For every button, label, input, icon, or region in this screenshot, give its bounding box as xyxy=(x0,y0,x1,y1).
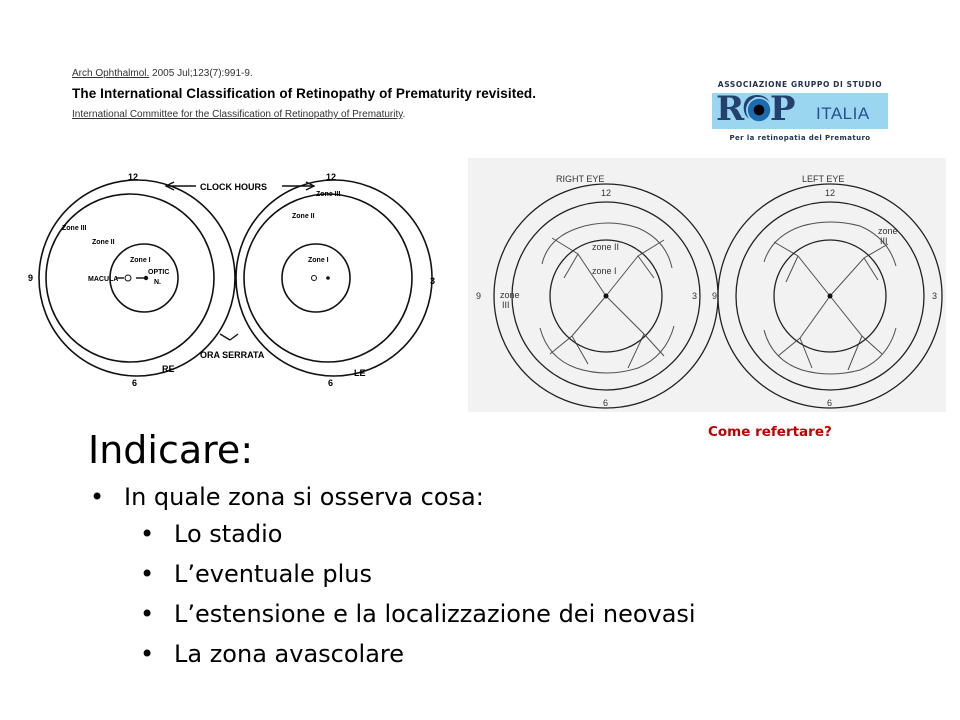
sub-list-item: • La zona avascolare xyxy=(90,634,696,674)
le-label: LE xyxy=(354,368,366,378)
instruction-list: • In quale zona si osserva cosa: • Lo st… xyxy=(90,480,696,674)
citation-title: The International Classification of Reti… xyxy=(72,86,537,101)
list-item: • In quale zona si osserva cosa: xyxy=(90,480,696,514)
left-eye-label: LEFT EYE xyxy=(802,174,844,184)
rop-italia-logo: ASSOCIAZIONE GRUPPO DI STUDIO ROP ITALIA… xyxy=(712,80,888,154)
right-eye-zone-3-label-a: zone xyxy=(500,290,520,300)
right-eye-hour-12: 12 xyxy=(601,188,611,198)
bullet-icon: • xyxy=(140,520,155,548)
bullet-icon: • xyxy=(90,483,105,511)
sub-item-text: L’estensione e la localizzazione dei neo… xyxy=(174,600,696,628)
left-eye-hour-6: 6 xyxy=(827,398,832,408)
citation-date: 2005 Jul;123(7):991-9. xyxy=(149,68,253,79)
sub-list-item: • L’eventuale plus xyxy=(90,554,696,594)
le-ora-serrata-circle xyxy=(235,179,433,377)
le-zone-1-circle xyxy=(281,243,351,313)
macula-label: MACULA xyxy=(88,276,118,283)
optic-label: OPTIC xyxy=(148,269,169,276)
sub-list-item: • Lo stadio xyxy=(90,514,696,554)
bullet-icon: • xyxy=(140,600,155,628)
right-eye-hour-9: 9 xyxy=(476,291,481,301)
right-eye-zone-1-label: zone I xyxy=(592,266,617,276)
sub-item-text: La zona avascolare xyxy=(174,640,405,668)
left-eye-zone-2-circle xyxy=(735,201,925,391)
left-eye-zone-3-label-a: zone xyxy=(878,226,898,236)
nerve-label: N. xyxy=(154,279,161,286)
le-zone-2-circle xyxy=(243,193,413,363)
right-left-eye-diagram: RIGHT EYE LEFT EYE 12 12 6 6 9 3 9 3 zon… xyxy=(468,158,946,412)
le-hour-6: 6 xyxy=(328,378,333,388)
sub-list-item: • L’estensione e la localizzazione dei n… xyxy=(90,594,696,634)
le-zone-3-label: Zone III xyxy=(316,191,341,198)
citation-block: Arch Ophthalmol. 2005 Jul;123(7):991-9. … xyxy=(72,68,692,120)
list-item-text: In quale zona si osserva cosa: xyxy=(124,483,484,511)
right-eye-label: RIGHT EYE xyxy=(556,174,604,184)
bullet-icon: • xyxy=(140,560,155,588)
sub-item-text: Lo stadio xyxy=(174,520,283,548)
authors-link[interactable]: International Committee for the Classifi… xyxy=(72,109,403,120)
logo-association-text: ASSOCIAZIONE GRUPPO DI STUDIO xyxy=(717,80,883,89)
left-eye-hour-12: 12 xyxy=(825,188,835,198)
re-zone-2-label: Zone II xyxy=(92,239,115,246)
re-zone-1-circle xyxy=(109,243,179,313)
logo-subtitle: Per la retinopatia del Prematuro xyxy=(729,134,871,142)
left-eye-hour-3: 3 xyxy=(932,291,937,301)
authors-period: . xyxy=(402,109,406,120)
le-hour-12: 12 xyxy=(326,172,336,182)
left-eye-hour-9: 9 xyxy=(712,291,717,301)
citation-authors-line: International Committee for the Classifi… xyxy=(72,109,692,120)
re-ora-serrata-circle xyxy=(38,179,236,377)
re-zone-1-label: Zone I xyxy=(130,257,151,264)
re-zone-3-label: Zone III xyxy=(62,225,87,232)
le-hour-3: 3 xyxy=(430,276,435,286)
right-eye-hour-6: 6 xyxy=(603,398,608,408)
journal-link[interactable]: Arch Ophthalmol. xyxy=(72,68,150,79)
right-eye-hour-3: 3 xyxy=(692,291,697,301)
le-zone-2-label: Zone II xyxy=(292,213,315,220)
re-hour-9: 9 xyxy=(28,273,33,283)
re-label: RE xyxy=(162,364,175,374)
clock-hours-label: CLOCK HOURS xyxy=(200,182,267,192)
logo-banner: ROP ITALIA xyxy=(712,89,888,129)
right-eye-zone-2-circle xyxy=(511,201,701,391)
right-eye-zone-1-circle xyxy=(549,239,663,353)
come-refertare-note: Come refertare? xyxy=(708,424,832,440)
citation-journal-line: Arch Ophthalmol. 2005 Jul;123(7):991-9. xyxy=(72,68,692,79)
left-eye-outer-circle xyxy=(717,183,943,409)
page-heading: Indicare: xyxy=(88,428,254,472)
clock-hours-zones-diagram: CLOCK HOURS 12 12 6 6 9 3 Zone III Zone … xyxy=(28,172,435,388)
ora-serrata-label: ORA SERRATA xyxy=(200,350,265,360)
bullet-icon: • xyxy=(140,640,155,668)
right-eye-zone-3-label-b: III xyxy=(502,300,510,310)
eye-icon xyxy=(746,97,772,123)
re-hour-6: 6 xyxy=(132,378,137,388)
le-zone-1-label: Zone I xyxy=(308,257,329,264)
right-eye-zone-2-label: zone II xyxy=(592,242,619,252)
re-zone-2-circle xyxy=(45,193,215,363)
re-hour-12: 12 xyxy=(128,172,138,182)
sub-item-text: L’eventuale plus xyxy=(174,560,372,588)
logo-italia-text: ITALIA xyxy=(816,104,870,123)
left-eye-zone-3-label-b: III xyxy=(880,236,888,246)
left-eye-zone-1-circle xyxy=(773,239,887,353)
